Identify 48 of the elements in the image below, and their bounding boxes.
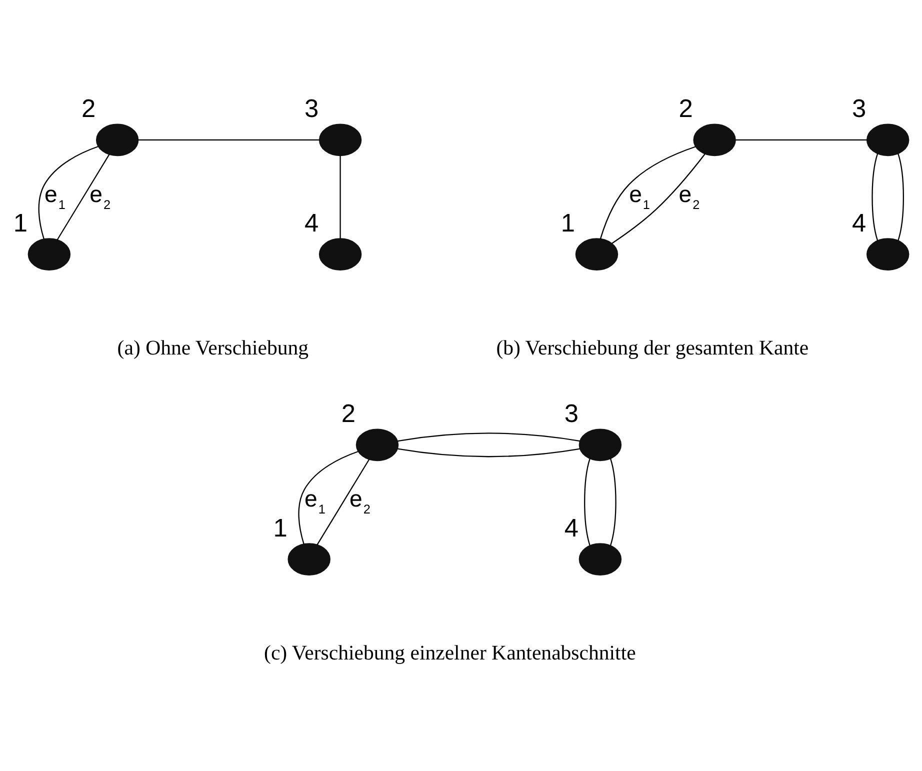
connector (56, 154, 110, 240)
connector (38, 145, 98, 239)
label: (c) Verschiebung einzelner Kantenabschnitte (264, 641, 636, 664)
edge-label: e$_{2}$ (90, 180, 111, 212)
node-label: 2 (341, 399, 356, 428)
node-circle (866, 123, 910, 156)
node-circle (866, 238, 910, 270)
node-label: 3 (564, 399, 579, 428)
connector (612, 153, 706, 244)
node-circle (318, 238, 362, 270)
node-circle (575, 238, 618, 270)
connector (610, 458, 616, 546)
label: (b) Verschiebung der gesamten Kante (496, 336, 809, 360)
node-label: 4 (564, 514, 579, 542)
node-label: 1 (13, 208, 28, 237)
edge-label: e$_{1}$ (44, 180, 66, 212)
node-label: 1 (560, 208, 576, 237)
connector (138, 138, 320, 140)
node-label: 3 (304, 94, 319, 122)
connector (398, 448, 580, 457)
edge-label: e$_{1}$ (629, 180, 650, 212)
node-label: 4 (304, 208, 319, 237)
node-label: 2 (678, 94, 693, 122)
connector (584, 458, 591, 546)
connector (898, 152, 904, 240)
connector (600, 146, 696, 239)
node-circle (28, 238, 71, 270)
node-circle (578, 428, 622, 461)
connector (316, 458, 370, 545)
connector (736, 138, 868, 140)
node-label: 3 (852, 94, 866, 122)
edge-label: e$_{1}$ (304, 485, 326, 516)
edge-label: e$_{2}$ (350, 485, 370, 516)
node-circle (96, 123, 139, 156)
edge-label: e$_{2}$ (678, 180, 700, 212)
node-label: 1 (273, 514, 288, 542)
node-label: 4 (852, 208, 866, 237)
node-circle (578, 542, 622, 575)
label: (a) Ohne Verschiebung (117, 336, 309, 360)
node-circle (318, 123, 362, 156)
connector (398, 432, 580, 442)
connector (298, 450, 358, 544)
node-circle (288, 542, 330, 575)
connector (340, 155, 341, 238)
connector (872, 152, 878, 240)
node-label: 2 (82, 94, 96, 122)
node-circle (356, 428, 399, 461)
node-circle (693, 123, 736, 156)
